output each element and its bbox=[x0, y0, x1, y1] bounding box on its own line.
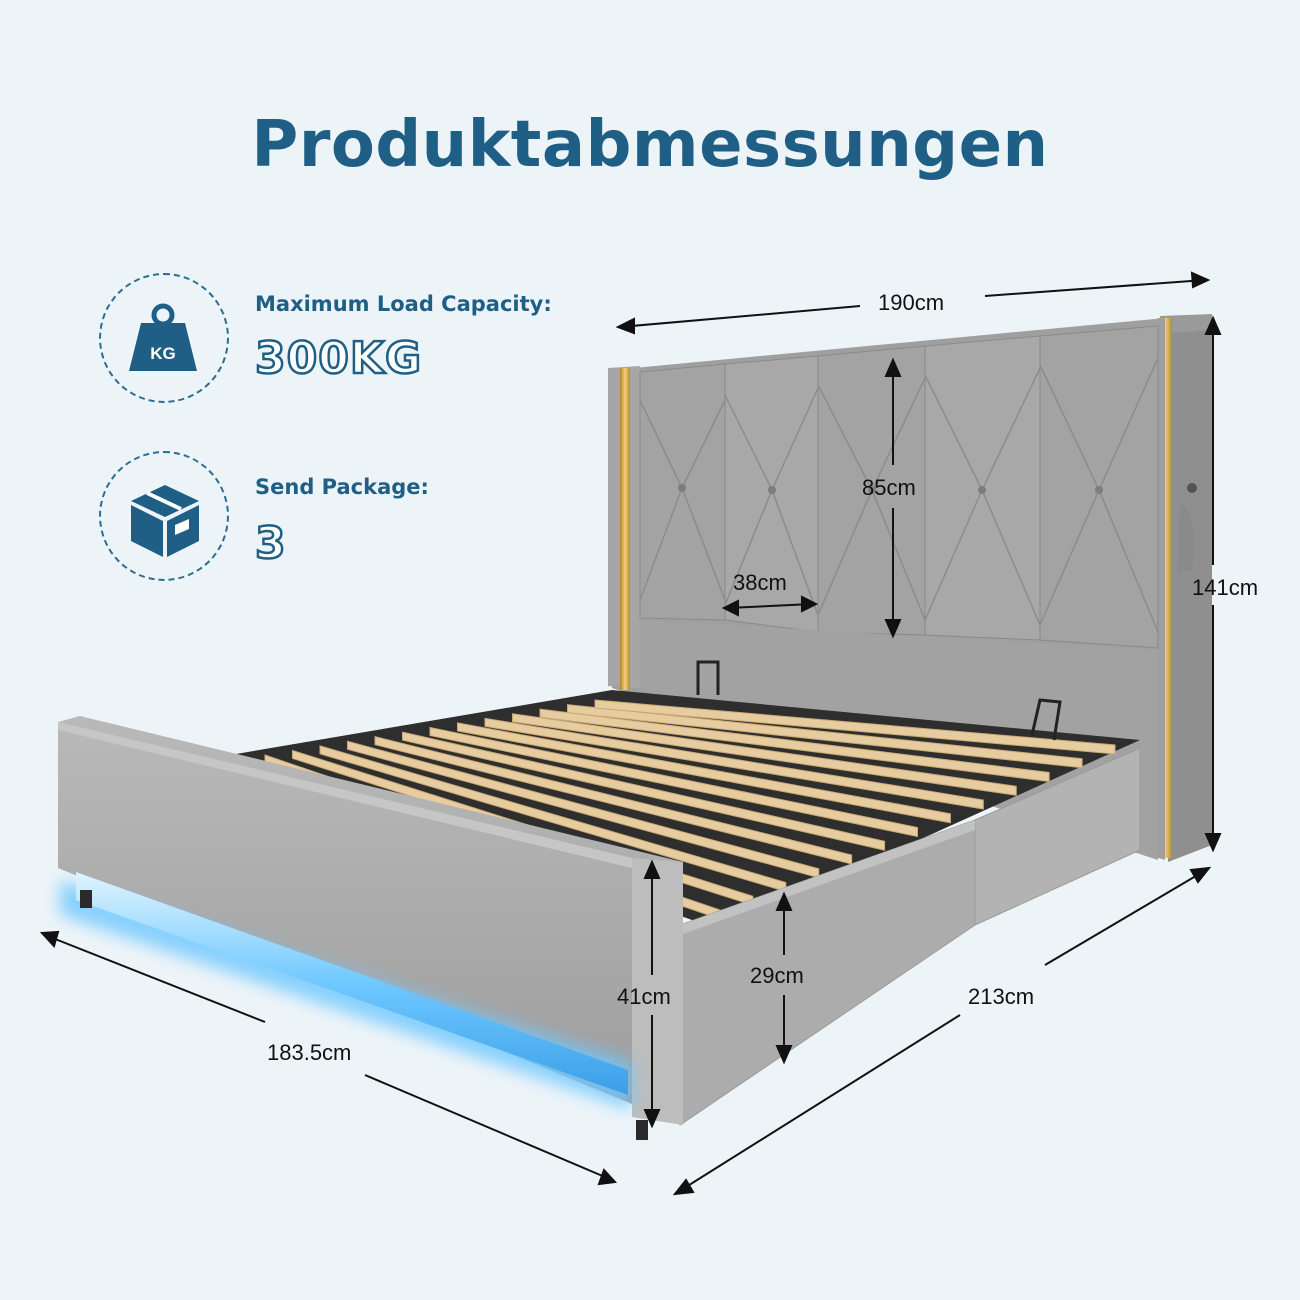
page-title: Produktabmessungen bbox=[251, 108, 1049, 182]
dimension-lines bbox=[39, 271, 1222, 1196]
footboard bbox=[58, 716, 683, 1140]
bed-slat bbox=[402, 731, 886, 851]
bed-slat bbox=[484, 717, 984, 810]
load-capacity-badge: KG bbox=[99, 273, 229, 403]
bed-slat bbox=[512, 713, 1017, 796]
dimension-width-total: 190cm bbox=[878, 290, 945, 315]
dimension-length-total: 213cm bbox=[968, 984, 1035, 1009]
weight-icon-text: KG bbox=[150, 344, 176, 363]
dimension-panel-height: 85cm bbox=[862, 475, 916, 500]
package-label: Send Package: bbox=[255, 475, 429, 499]
package-value: 3 bbox=[254, 517, 287, 571]
load-capacity-label: Maximum Load Capacity: bbox=[255, 292, 552, 316]
bed-slat bbox=[539, 708, 1050, 783]
dimension-footboard-width: 183.5cm bbox=[267, 1040, 352, 1065]
side-rail bbox=[679, 747, 1141, 1126]
bed-slat bbox=[457, 722, 951, 824]
headboard bbox=[608, 314, 1212, 862]
slat-frame bbox=[230, 660, 1140, 930]
dimension-panel-width: 38cm bbox=[733, 570, 787, 595]
bed-slat bbox=[429, 726, 918, 838]
dimension-footboard-height: 41cm bbox=[617, 984, 671, 1009]
dimension-total-height: 141cm bbox=[1192, 575, 1259, 600]
weight-icon: KG bbox=[129, 303, 197, 371]
bed-slat bbox=[594, 699, 1116, 755]
package-badge bbox=[99, 451, 229, 581]
package-box-icon bbox=[131, 485, 199, 557]
load-capacity-value: 300KG bbox=[254, 332, 423, 386]
bed-slat bbox=[567, 704, 1083, 769]
dimension-side-rail-height: 29cm bbox=[750, 963, 804, 988]
